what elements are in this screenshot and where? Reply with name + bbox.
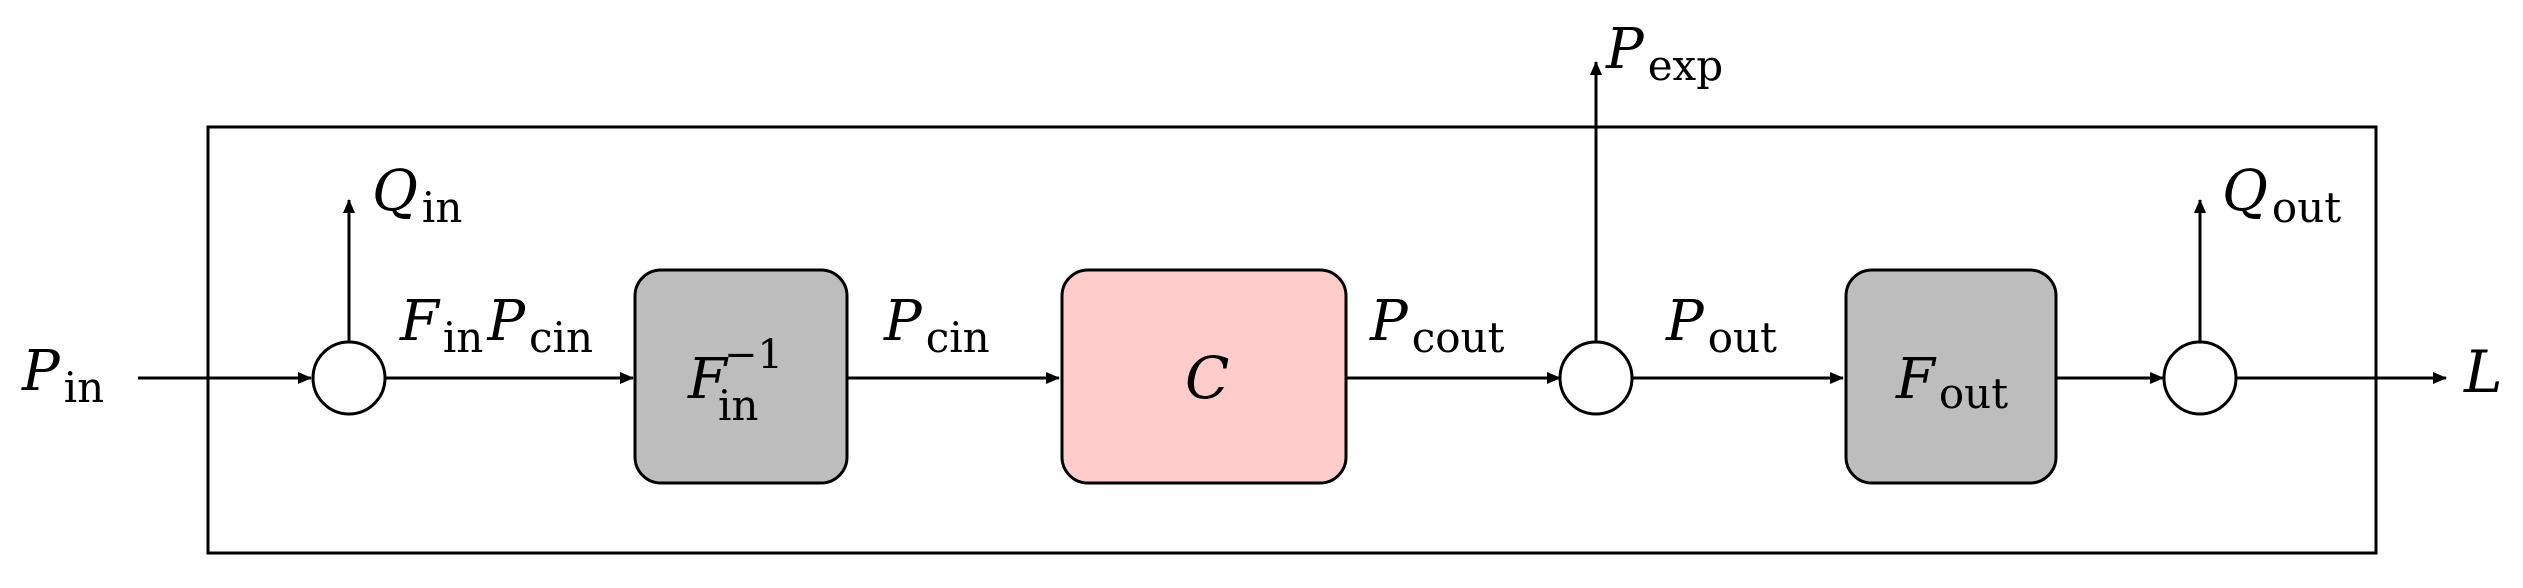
system-boundary [206,125,2378,555]
block-f-in-inverse-subscript: in [718,381,758,430]
label-p-out: P out [1665,289,1777,362]
label-q-in: Q in [372,159,462,232]
label-f-in-p-cin: F in P cin [399,289,593,362]
junction-expansion [1558,340,1634,416]
label-q-out: Q out [2222,159,2341,232]
label-l-output: L [2463,338,2503,406]
block-c-label: C [1185,344,1229,412]
junction-input [311,340,387,416]
label-p-cout: P cout [1369,289,1505,362]
block-f-in-inverse-label: F [687,347,729,412]
block-c [1060,268,1348,485]
label-p-cin: P cin [883,289,990,362]
block-f-out-label: F out [1895,347,2008,418]
block-f-in-inverse [633,268,849,485]
label-p-in: P in [21,339,104,412]
block-f-out [1844,268,2058,485]
junction-output [2162,340,2238,416]
block-f-in-inverse-superscript: −1 [724,332,783,378]
label-p-exp: P exp [1605,17,1723,90]
